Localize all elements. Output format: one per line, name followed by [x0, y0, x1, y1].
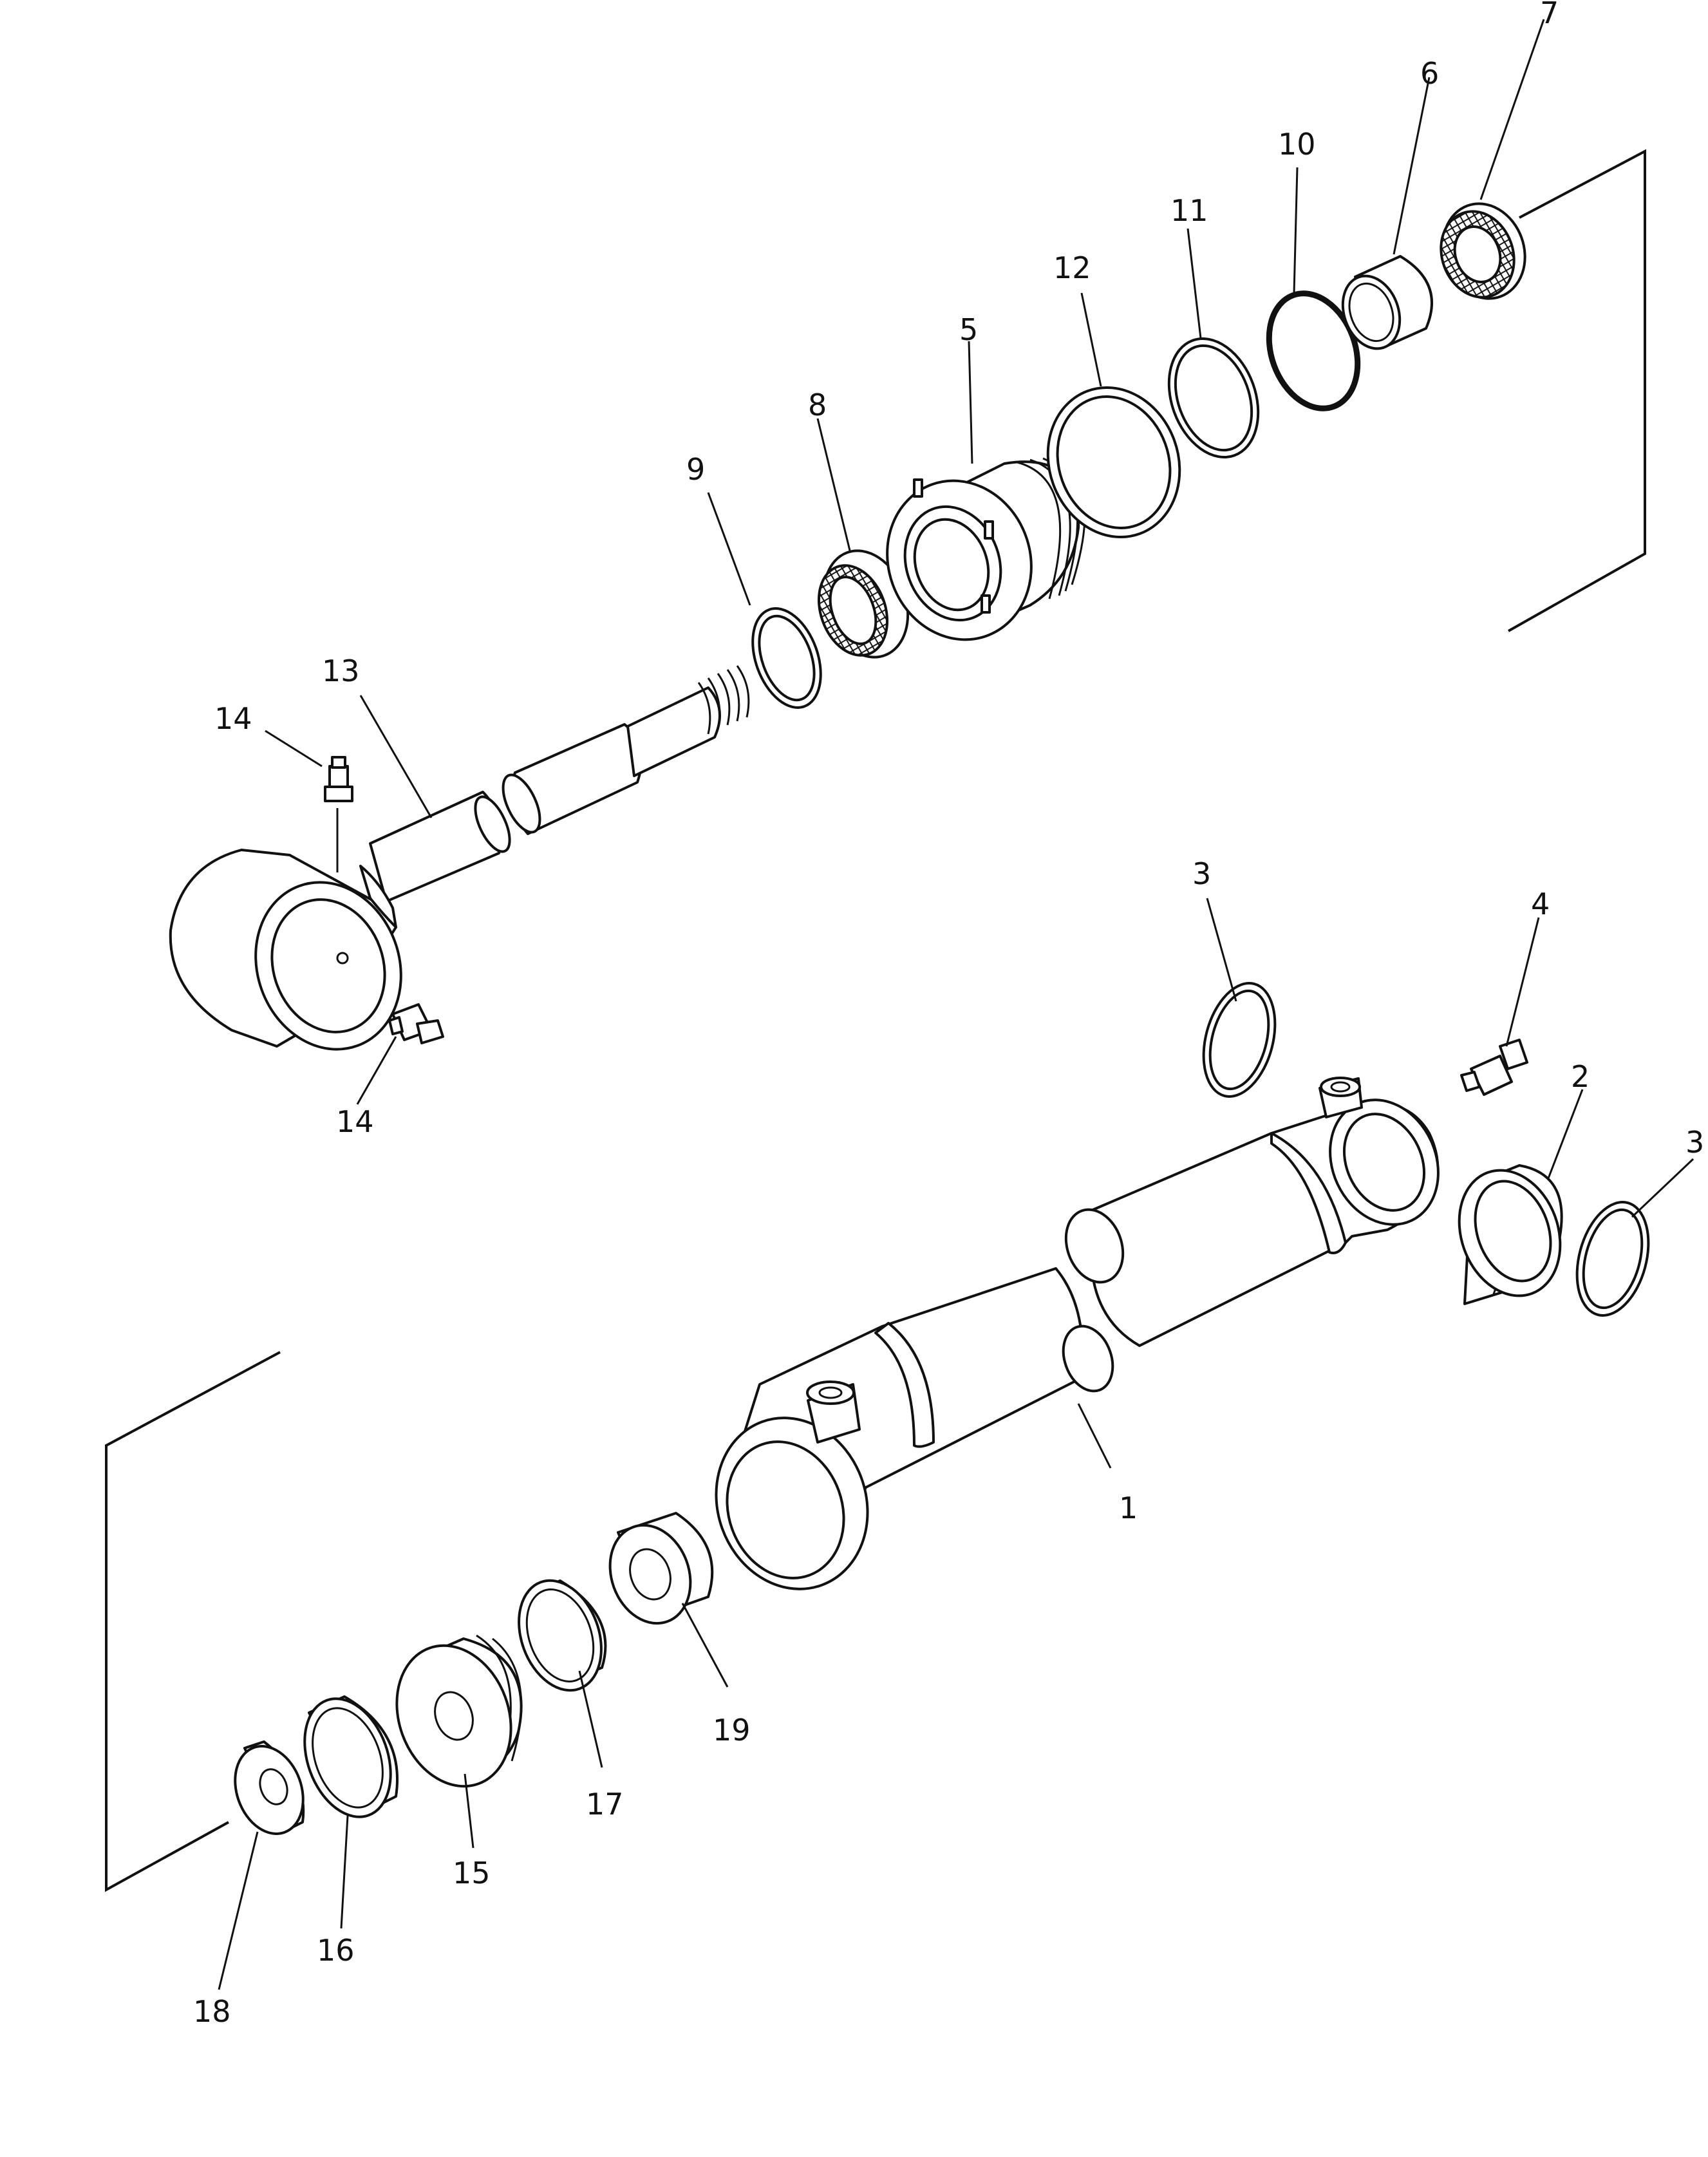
label-part-13: 13 [322, 654, 360, 688]
bushing-8 [817, 549, 910, 659]
piston-15 [395, 1634, 523, 1788]
label-part-3-upper: 3 [1192, 856, 1211, 891]
bushing-2 [1458, 1164, 1563, 1305]
grease-fitting-14-top [324, 756, 353, 872]
label-part-14-top: 14 [214, 701, 252, 736]
label-part-5: 5 [959, 312, 978, 347]
label-part-7: 7 [1540, 0, 1559, 30]
wear-ring-11 [1167, 337, 1260, 458]
part-labels: 7 6 10 11 12 5 8 9 13 14 14 3 4 2 3 1 19… [193, 0, 1704, 2029]
ring-17 [518, 1579, 607, 1692]
upper-group-bracket [1508, 149, 1646, 632]
label-part-19: 19 [713, 1713, 751, 1747]
lower-group-bracket [105, 1351, 281, 1892]
backup-ring-12 [1046, 386, 1181, 539]
label-part-6: 6 [1420, 56, 1439, 91]
label-part-9: 9 [686, 452, 705, 487]
snap-ring-3-right [1575, 1201, 1650, 1317]
washer-18 [234, 1740, 305, 1835]
o-ring-10 [1266, 290, 1361, 411]
label-part-18: 18 [193, 1994, 231, 2029]
leader-lines [218, 19, 1694, 1990]
label-part-16: 16 [317, 1933, 355, 1968]
snap-ring-3-upper [1202, 982, 1277, 1098]
label-part-10: 10 [1278, 127, 1316, 162]
cylinder-tube-1 [715, 1077, 1440, 1590]
label-part-15: 15 [453, 1856, 491, 1890]
rod-threads [697, 665, 750, 735]
label-part-12: 12 [1053, 250, 1091, 285]
label-part-8: 8 [808, 388, 827, 422]
label-part-2: 2 [1571, 1059, 1590, 1094]
label-part-1: 1 [1119, 1491, 1138, 1525]
dust-seal-7 [1440, 202, 1526, 300]
snap-ring-9 [751, 607, 822, 709]
nut-19 [608, 1512, 714, 1625]
cylinder-head-5 [886, 457, 1086, 641]
label-part-11: 11 [1170, 193, 1208, 228]
label-part-14-bottom: 14 [336, 1104, 374, 1139]
label-part-4: 4 [1531, 887, 1550, 921]
label-part-3-right: 3 [1685, 1125, 1704, 1160]
grease-fitting-4 [1460, 1039, 1528, 1096]
bushing-6 [1341, 255, 1433, 350]
grease-fitting-14-bottom [388, 1003, 444, 1044]
seal-ring-16 [303, 1695, 399, 1818]
label-part-17: 17 [586, 1787, 624, 1822]
piston-rod-13 [169, 665, 750, 1051]
